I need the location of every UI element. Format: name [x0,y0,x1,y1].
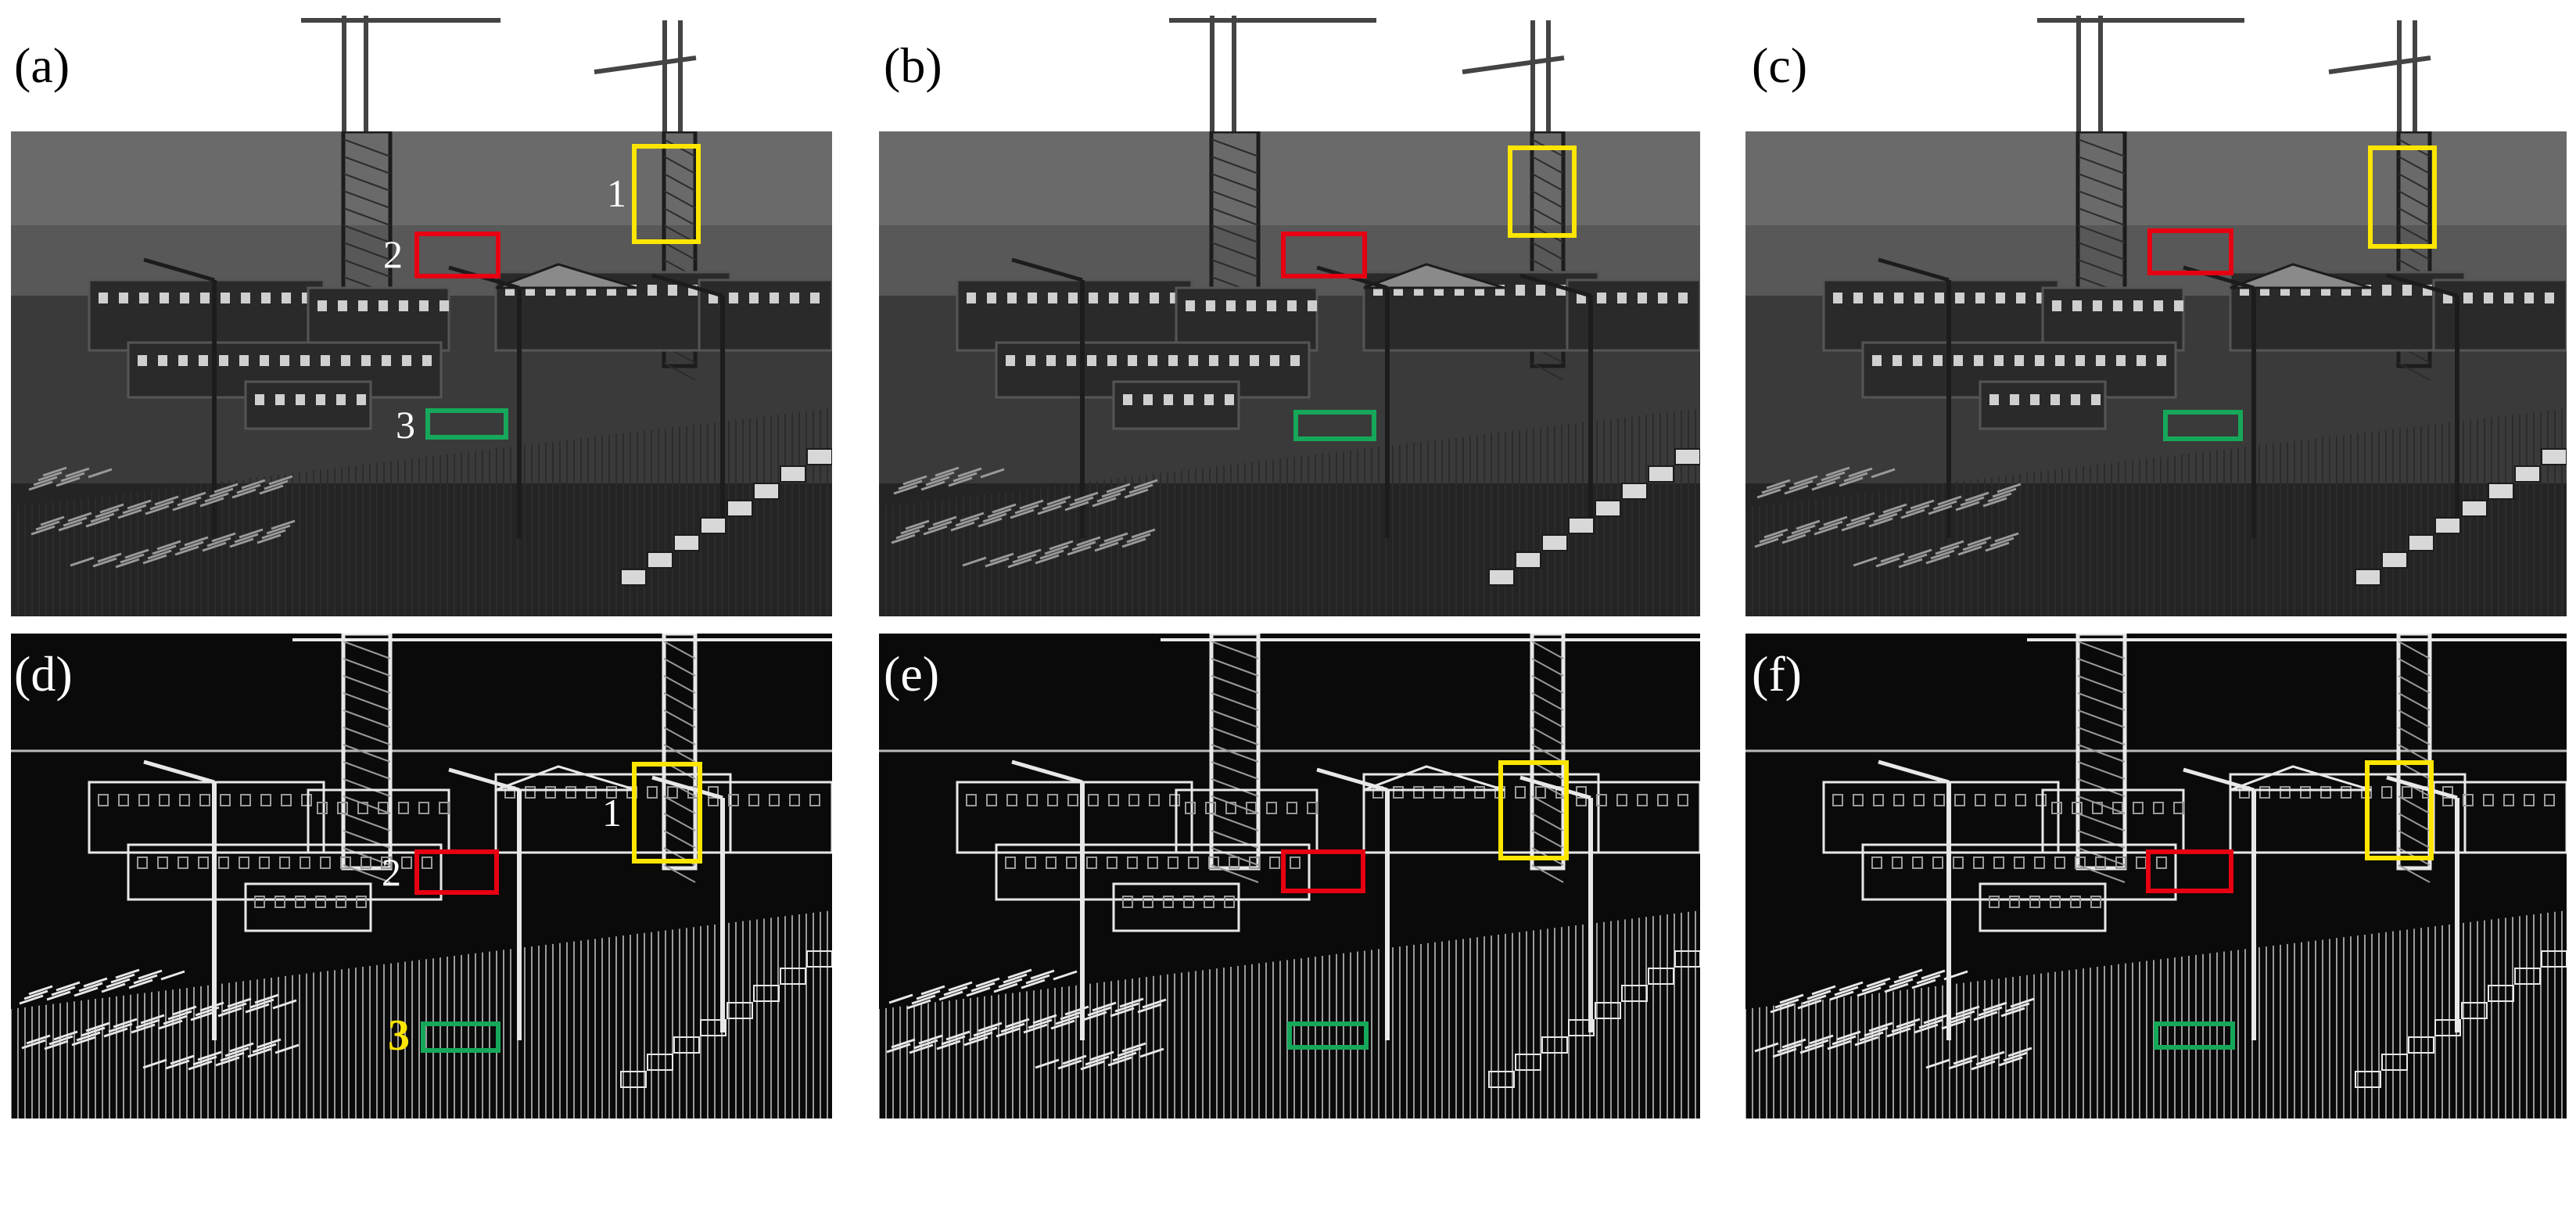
panel-label-a: (a) [14,38,70,93]
region-3-box-e [1287,1022,1369,1050]
panel-label-e: (e) [884,646,940,702]
region-1-box-e [1498,760,1569,860]
region-2-box-b [1281,232,1367,278]
panel-c-image [1745,131,2567,616]
panel-label-b: (b) [884,38,942,93]
region-1-box-d [632,762,702,864]
region-3-box-d [421,1022,500,1053]
region-3-number-d: 3 [388,1011,410,1060]
region-3-box-a [425,408,508,440]
crane-tops [301,16,2431,131]
region-3-box-f [2154,1022,2235,1050]
panel-label-d: (d) [14,646,73,702]
region-1-box-c [2368,145,2437,249]
panel-b-image [879,131,1700,616]
region-3-number-a: 3 [396,403,415,447]
region-2-number-d: 2 [382,850,401,894]
panel-a-image [11,131,832,616]
panel-label-f: (f) [1752,646,1802,702]
panel-label-c: (c) [1752,38,1808,93]
region-3-box-b [1293,410,1376,441]
region-2-box-f [2146,849,2233,893]
region-1-box-f [2365,760,2434,860]
region-2-box-d [414,849,499,895]
region-3-box-c [2163,410,2243,441]
region-1-number-a: 1 [607,171,626,215]
region-1-box-a [632,144,701,244]
region-2-number-a: 2 [383,232,403,276]
region-1-number-d: 1 [602,791,622,835]
region-1-box-b [1508,145,1577,238]
region-2-box-c [2147,228,2233,275]
region-2-box-e [1281,849,1365,893]
region-2-box-a [414,232,500,278]
